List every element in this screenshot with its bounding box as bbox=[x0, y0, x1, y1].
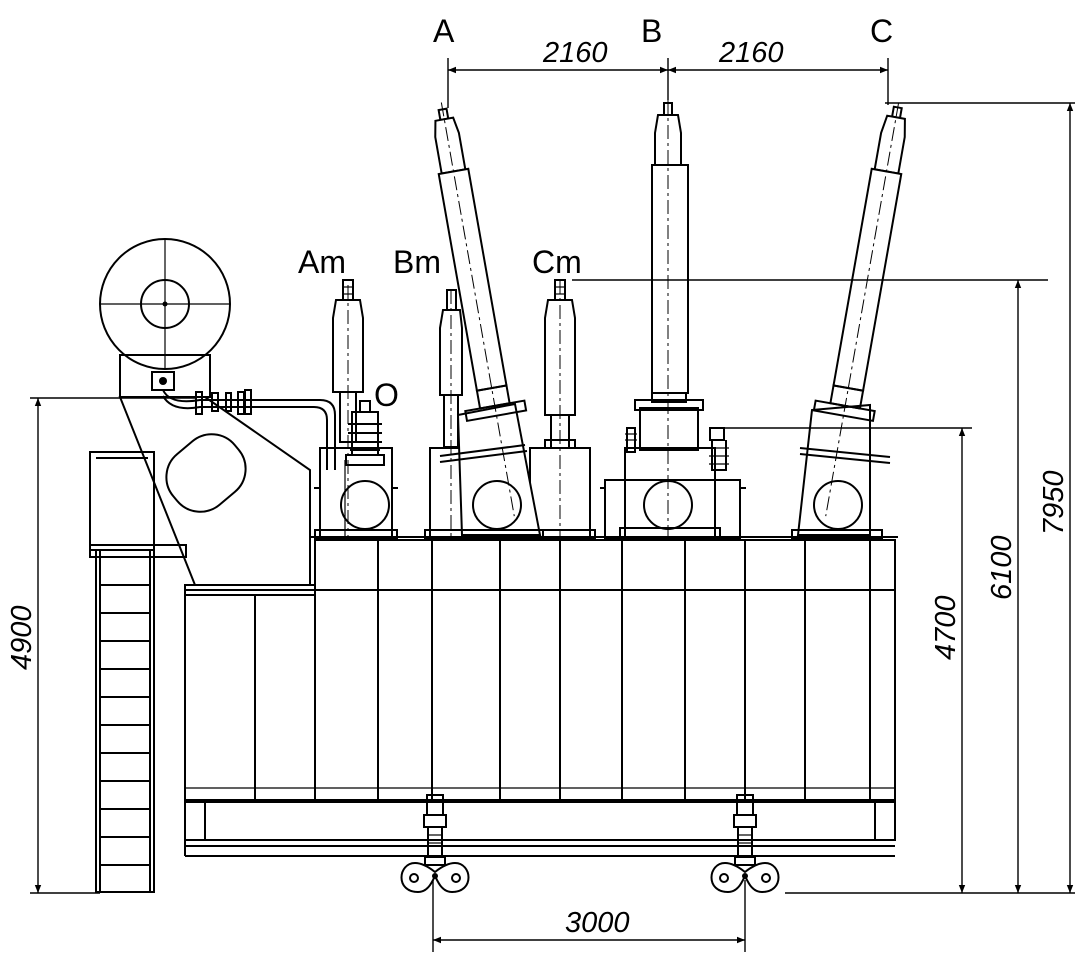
hv-bushing-a bbox=[424, 102, 544, 539]
mv-bushing-am bbox=[332, 279, 364, 540]
conservator-support-frame bbox=[89, 396, 316, 596]
dimension-value-wheel-track: 3000 bbox=[565, 907, 630, 939]
wheel-assembly-right bbox=[710, 794, 780, 894]
wheel-assembly-left bbox=[400, 794, 470, 894]
access-ladder bbox=[89, 544, 187, 893]
dimension-value-height-left: 4900 bbox=[6, 605, 38, 670]
terminal-label-am: Am bbox=[298, 244, 346, 280]
dimension-value-height-hv: 7950 bbox=[1038, 470, 1070, 535]
terminal-label-cm: Cm bbox=[532, 244, 582, 280]
terminal-label-a: A bbox=[433, 13, 455, 49]
dimension-value-height-neutral: 4700 bbox=[930, 595, 962, 660]
terminal-label-c: C bbox=[870, 13, 893, 49]
dimension-value-ab: 2160 bbox=[542, 37, 608, 69]
dimension-value-height-mv: 6100 bbox=[986, 535, 1018, 600]
main-tank bbox=[184, 536, 898, 803]
terminal-label-bm: Bm bbox=[393, 244, 441, 280]
hv-bushing-b bbox=[600, 100, 746, 540]
hv-bushing-c bbox=[791, 102, 906, 539]
conservator-tank bbox=[99, 238, 231, 398]
terminal-label-b: B bbox=[641, 13, 662, 49]
terminal-label-o: O bbox=[374, 377, 399, 413]
dimension-lines bbox=[30, 58, 1075, 952]
tank-base-frame bbox=[184, 799, 896, 857]
mv-bushing-cm bbox=[524, 279, 596, 540]
dimension-value-bc: 2160 bbox=[718, 37, 784, 69]
